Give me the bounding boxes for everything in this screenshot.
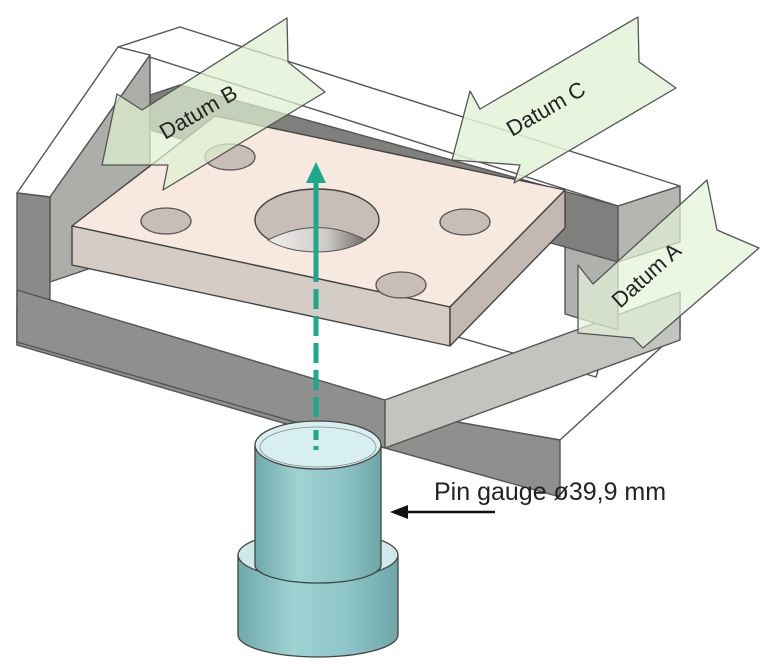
pin-gauge-body: [254, 444, 382, 584]
datum-b-arrow-shape: [101, 17, 326, 191]
datum-c-arrow: Datum C: [451, 16, 677, 184]
pin-gauge-top-face: [254, 420, 382, 470]
datum-c-arrow-shape: [451, 16, 677, 184]
plate-hole-small-2: [140, 207, 192, 235]
pin-gauge-collar: [237, 554, 399, 658]
pin-gauge: [237, 420, 399, 658]
pin-gauge-callout: Pin gauge ø39,9 mm: [390, 478, 666, 519]
plate-side-face: [449, 189, 566, 347]
axis-arrowhead-icon: [306, 162, 326, 183]
leader-arrowhead-icon: [390, 505, 408, 519]
datum-a-arrow: Datum A: [577, 179, 760, 349]
plate-hole-small-3: [439, 208, 491, 236]
datum-a-arrow-shape: [577, 179, 760, 349]
plate-hole-small-4: [375, 271, 427, 299]
pin-gauge-label: Pin gauge ø39,9 mm: [434, 478, 666, 506]
hole-axis-arrow: [306, 162, 326, 450]
pin-gauge-top-chamfer: [259, 426, 377, 468]
